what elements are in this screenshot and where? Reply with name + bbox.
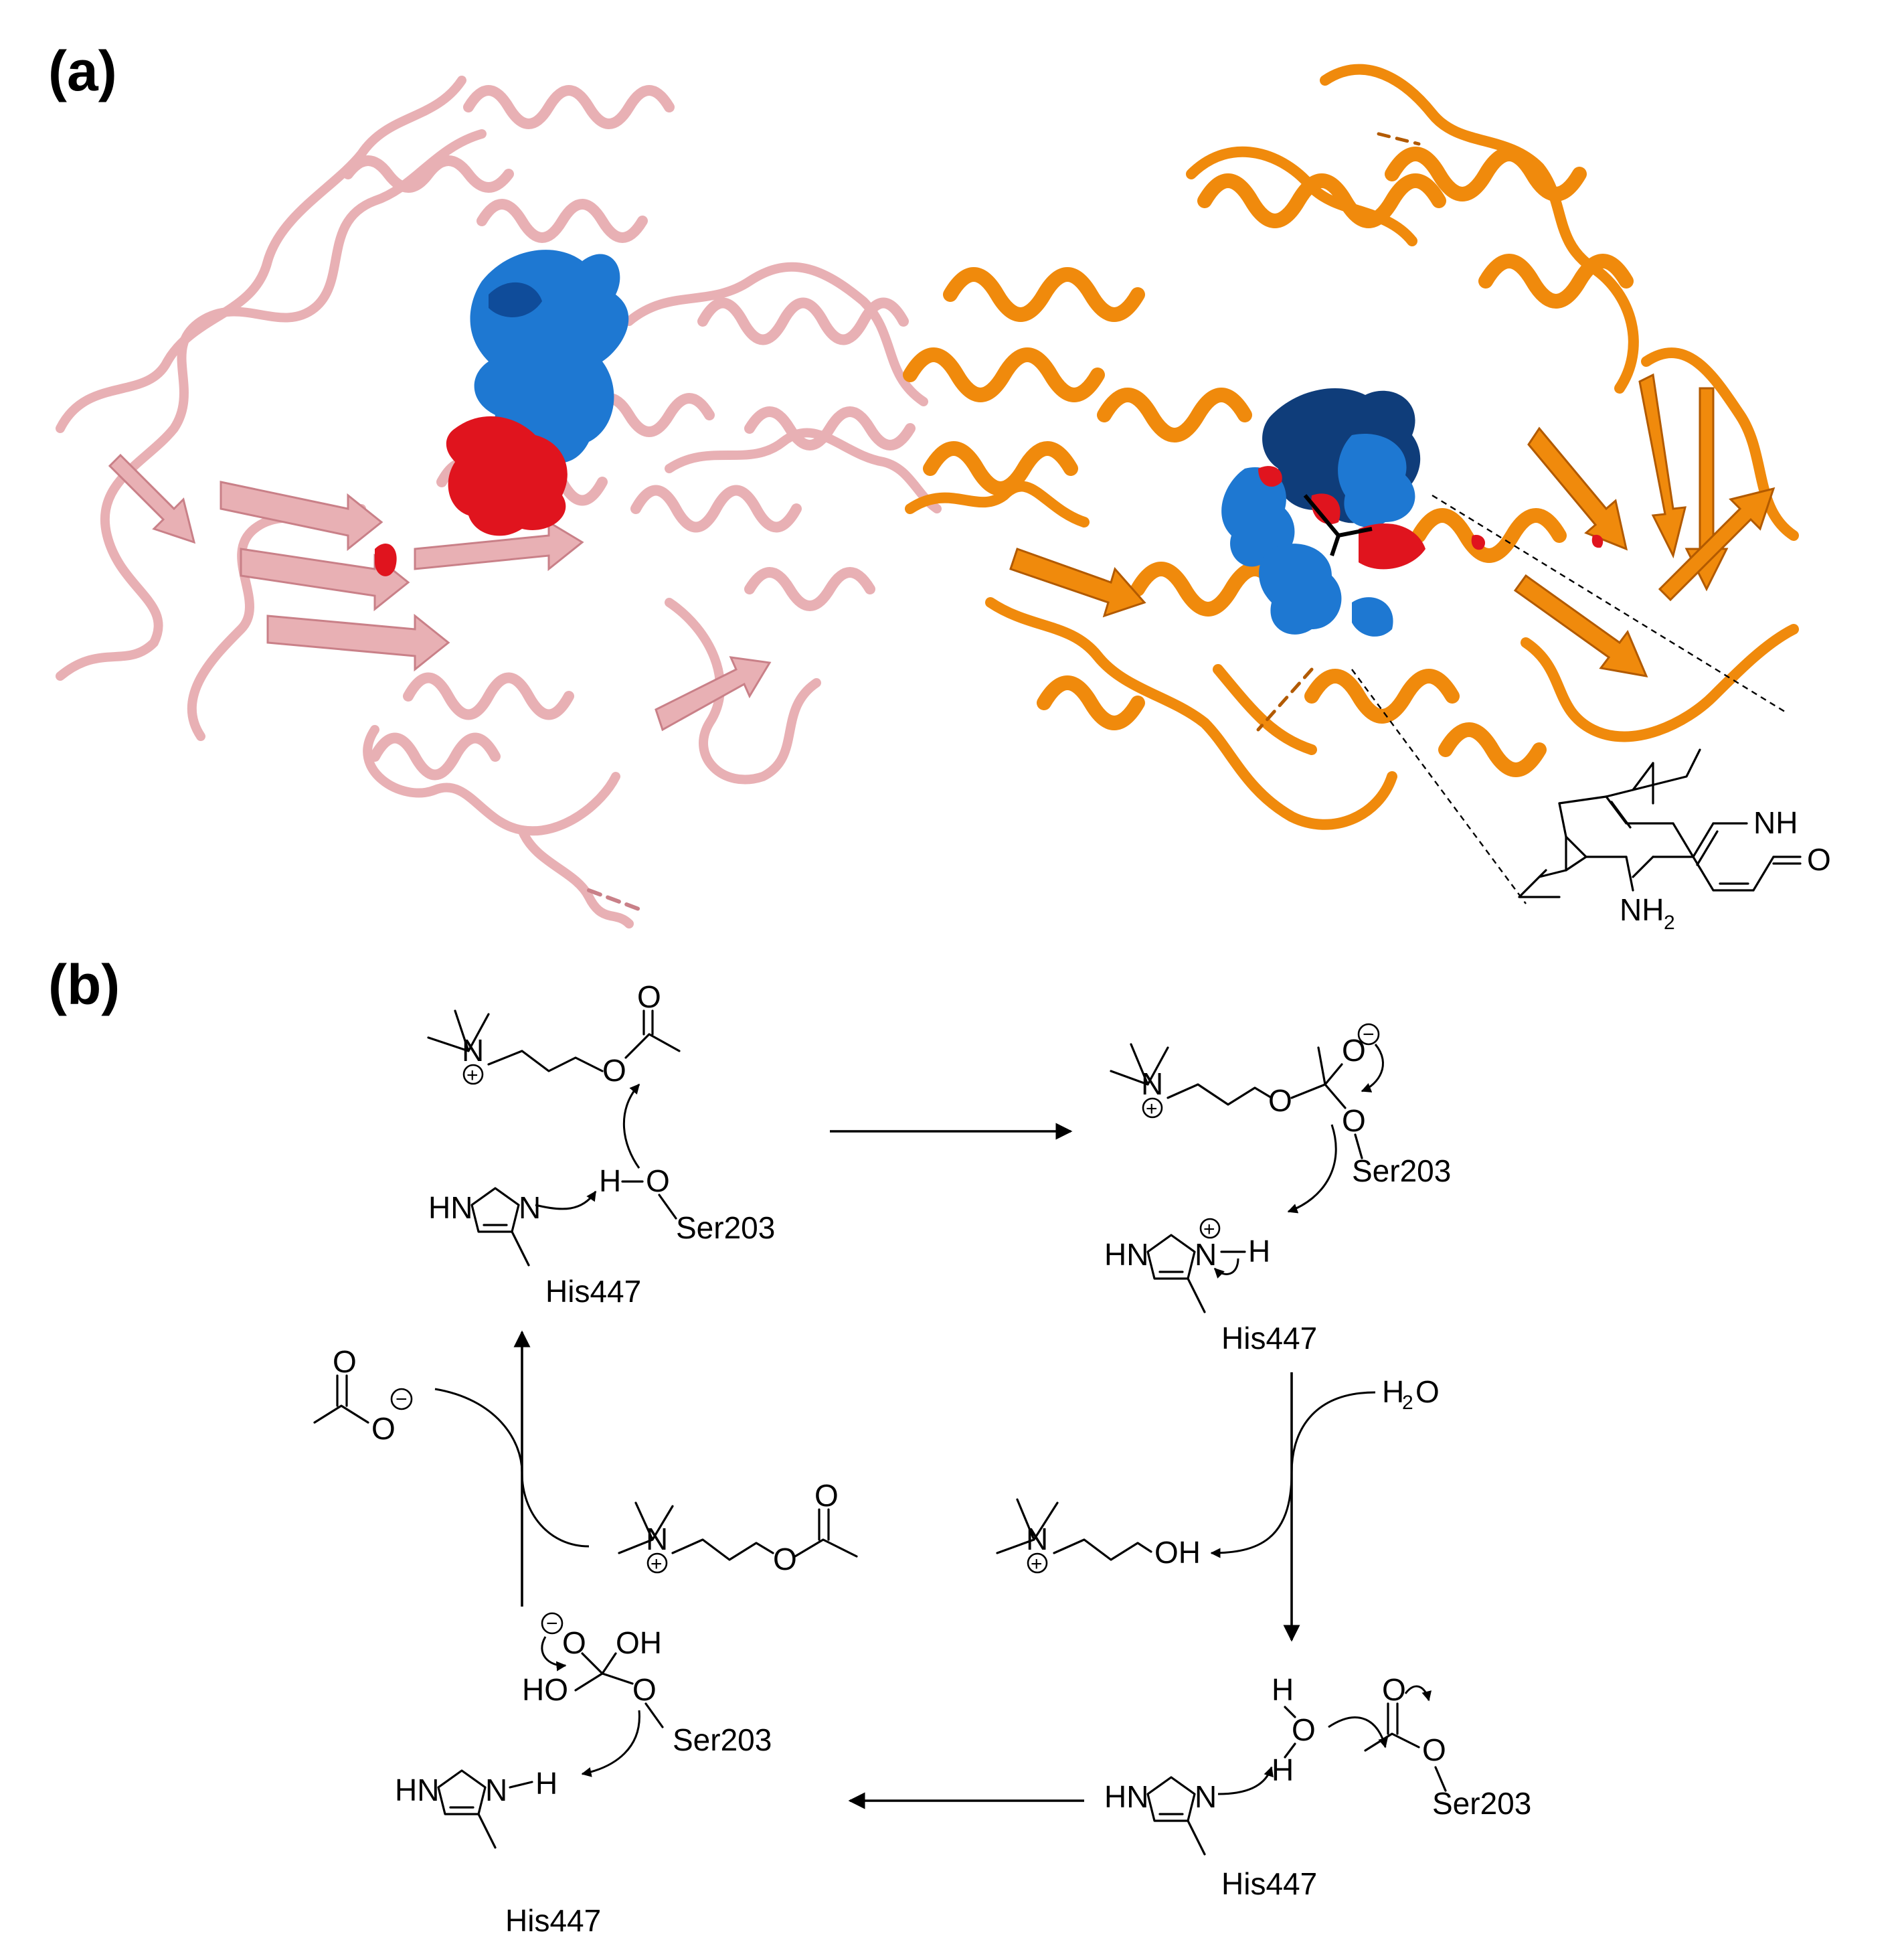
protein-left-ribbon <box>56 76 942 928</box>
zoom-lines <box>1351 494 1788 904</box>
h2o-h-label: H <box>1382 1374 1404 1409</box>
ser-label-2: Ser203 <box>1352 1153 1451 1188</box>
his-label-2: His447 <box>1221 1321 1317 1356</box>
ser-label-4: Ser203 <box>673 1722 772 1757</box>
pocket-right <box>1221 388 1604 637</box>
step-hydrolysis: H 2 O N + OH <box>996 1372 1440 1642</box>
n-label-1: N <box>462 1033 484 1068</box>
h-label-5: H <box>535 1766 557 1801</box>
ligand-o-label: O <box>1807 842 1831 877</box>
ligand-nh2-label: NH <box>1620 892 1664 927</box>
step-regeneration: O O − N + O O <box>313 1330 858 1607</box>
n-label-7: N <box>485 1773 507 1807</box>
pocket-left <box>375 250 629 576</box>
n-label-6: N <box>1195 1779 1217 1814</box>
hn-label-2: HN <box>1104 1237 1148 1272</box>
ser-label-1: Ser203 <box>676 1210 775 1245</box>
o-label-12: O <box>333 1344 357 1379</box>
o-label-6: O <box>1342 1103 1366 1138</box>
o-label-3: O <box>646 1163 670 1198</box>
h2o-o-label: O <box>1415 1374 1440 1409</box>
minus-1: − <box>1363 1024 1375 1046</box>
panel-a-label: (a) <box>48 39 117 102</box>
o-label-9: O <box>1422 1732 1446 1767</box>
n-label-8: N <box>646 1522 668 1556</box>
hn-label-1: HN <box>428 1190 472 1225</box>
o-label-14: O <box>773 1542 797 1576</box>
plus-4: + <box>1031 1553 1043 1575</box>
his-ser-1: HN N His447 H O Ser203 <box>428 1083 775 1309</box>
ser-label-3: Ser203 <box>1432 1786 1531 1821</box>
hn-label-3: HN <box>1104 1779 1148 1814</box>
h-label-3: H <box>1272 1672 1294 1707</box>
o-label-1: O <box>602 1053 626 1088</box>
minus-3: − <box>396 1388 408 1410</box>
panel-b-label: (b) <box>48 953 120 1016</box>
his-3: HN N His447 <box>1104 1766 1317 1901</box>
protein-right-ribbon <box>903 64 1799 830</box>
his-label-3: His447 <box>1221 1866 1317 1901</box>
ligand-structure: NH O NH 2 <box>1518 748 1831 934</box>
his-label-4: His447 <box>505 1903 601 1938</box>
plus-3: + <box>1203 1218 1215 1240</box>
h-label-2: H <box>1248 1234 1270 1269</box>
ho-label-1: HO <box>522 1672 568 1707</box>
h-label-1: H <box>599 1163 621 1198</box>
ligand-nh2-sub: 2 <box>1664 912 1675 934</box>
acyl-enzyme: H O H O O Ser203 <box>1272 1672 1531 1821</box>
oh-label-2: OH <box>616 1625 662 1660</box>
ligand-nh-label: NH <box>1753 805 1798 840</box>
his-2: HN N + H His447 <box>1104 1218 1317 1356</box>
o-label-8: O <box>1382 1672 1406 1707</box>
o-label-2: O <box>637 979 661 1014</box>
o-label-11: O <box>632 1672 657 1707</box>
his-label-1: His447 <box>545 1274 641 1309</box>
o-label-13: O <box>371 1411 396 1446</box>
plus-2: + <box>1146 1098 1158 1120</box>
n-label-5: N <box>1026 1522 1048 1556</box>
oh-label-1: OH <box>1154 1535 1201 1570</box>
tetrahedral-2: − O OH HO O Ser203 <box>522 1612 772 1777</box>
n-label-2: N <box>519 1190 541 1225</box>
n-label-4: N <box>1195 1237 1217 1272</box>
minus-2: − <box>546 1613 558 1635</box>
h2o-sub-label: 2 <box>1402 1392 1413 1414</box>
hn-label-4: HN <box>395 1773 439 1807</box>
o-label-15: O <box>814 1478 839 1513</box>
o-label-4: O <box>1268 1083 1292 1118</box>
tetrahedral-1: N + O O − O Ser203 <box>1110 1023 1451 1214</box>
n-label-3: N <box>1141 1066 1163 1101</box>
plus-1: + <box>466 1064 479 1086</box>
his-4: HN N H His447 <box>395 1766 601 1938</box>
h-label-4: H <box>1272 1753 1294 1787</box>
ach-top-left: N O O + <box>427 979 681 1088</box>
o-label-7: O <box>1292 1712 1316 1747</box>
plus-5: + <box>651 1553 663 1575</box>
